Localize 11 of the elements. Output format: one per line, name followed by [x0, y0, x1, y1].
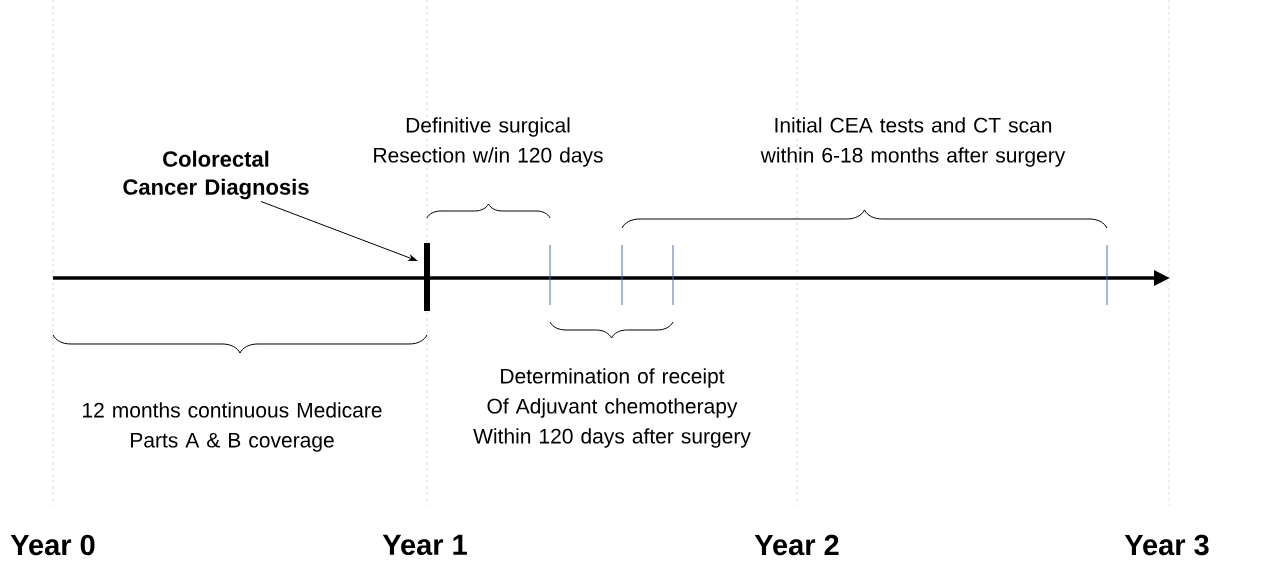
year-label: Year 2: [754, 534, 839, 556]
heading-text: Colorectal Cancer Diagnosis: [123, 150, 309, 200]
annotation-text: 12 months continuous Medicare Parts A & B coverage: [83, 402, 382, 452]
year-label: Year 3: [1124, 534, 1209, 556]
diagnosis-tick: [424, 243, 430, 311]
annotation-text: Definitive surgical Resection w/in 120 days: [374, 117, 603, 167]
annotation-text: Initial CEA tests and CT scan within 6-18 months after surgery: [760, 117, 1066, 167]
year-label: Year 0: [10, 534, 95, 556]
leader-arrow: [260, 201, 417, 261]
year-label: Year 1: [382, 534, 467, 556]
annotation-text: Determination of receipt Of Adjuvant chemotherapy Within 120 days after surgery: [473, 368, 751, 448]
